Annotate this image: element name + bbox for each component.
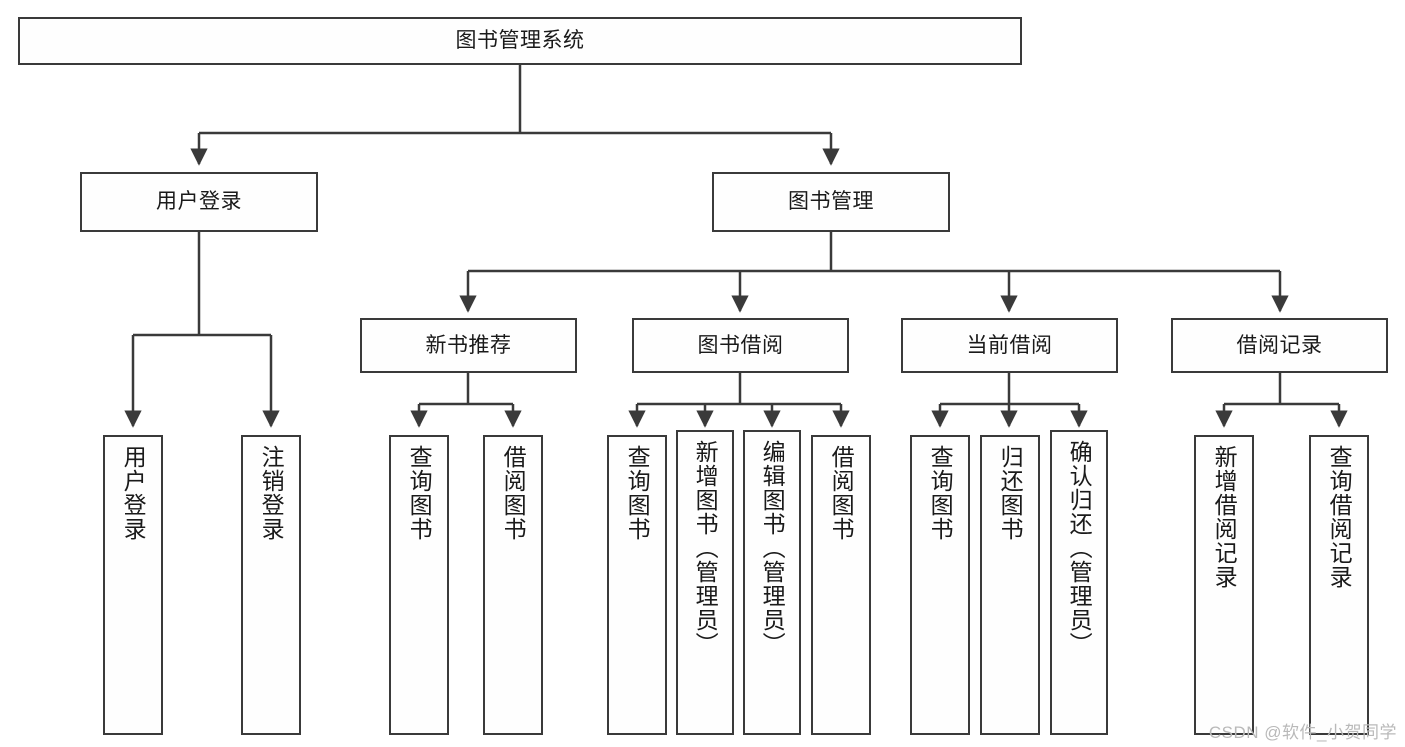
node-user-login-label: 用户登录: [156, 190, 242, 214]
leaf-borrow-borrow-book-label: 借阅图书: [828, 445, 855, 541]
leaf-borrow-borrow-book[interactable]: 借阅图书: [811, 435, 871, 735]
leaf-recommend-borrow-book[interactable]: 借阅图书: [483, 435, 543, 735]
node-new-book-recommend-label: 新书推荐: [425, 333, 512, 357]
node-borrow-record-label: 借阅记录: [1236, 333, 1323, 357]
node-book-management[interactable]: 图书管理: [712, 172, 950, 232]
leaf-borrow-add-book-admin[interactable]: 新增图书（管理员）: [676, 430, 734, 735]
leaf-borrow-query-book-label: 查询图书: [624, 445, 651, 541]
node-current-borrow[interactable]: 当前借阅: [901, 318, 1118, 373]
leaf-user-login-signout[interactable]: 注销登录: [241, 435, 301, 735]
leaf-record-add-record[interactable]: 新增借阅记录: [1194, 435, 1254, 735]
node-current-borrow-label: 当前借阅: [966, 333, 1053, 357]
node-book-borrow-label: 图书借阅: [697, 333, 784, 357]
csdn-watermark: CSDN @软件_小贺同学: [1208, 723, 1397, 742]
leaf-recommend-borrow-book-label: 借阅图书: [500, 445, 527, 541]
leaf-borrow-query-book[interactable]: 查询图书: [607, 435, 667, 735]
leaf-record-query-record-label: 查询借阅记录: [1326, 445, 1353, 589]
leaf-current-return-book[interactable]: 归还图书: [980, 435, 1040, 735]
leaf-current-confirm-return-admin-label: 确认归还（管理员）: [1066, 440, 1093, 656]
leaf-current-query-book-label: 查询图书: [927, 445, 954, 541]
node-user-login[interactable]: 用户登录: [80, 172, 318, 232]
node-root-system-label: 图书管理系统: [455, 29, 585, 53]
leaf-borrow-edit-book-admin-label: 编辑图书（管理员）: [759, 440, 786, 656]
leaf-borrow-edit-book-admin[interactable]: 编辑图书（管理员）: [743, 430, 801, 735]
leaf-recommend-query-book[interactable]: 查询图书: [389, 435, 449, 735]
leaf-user-login-signout-label: 注销登录: [258, 445, 285, 541]
leaf-current-query-book[interactable]: 查询图书: [910, 435, 970, 735]
leaf-borrow-add-book-admin-label: 新增图书（管理员）: [692, 440, 719, 656]
leaf-user-login-signin[interactable]: 用户登录: [103, 435, 163, 735]
node-book-management-label: 图书管理: [788, 190, 874, 214]
leaf-user-login-signin-label: 用户登录: [120, 445, 147, 541]
leaf-recommend-query-book-label: 查询图书: [406, 445, 433, 541]
leaf-record-add-record-label: 新增借阅记录: [1211, 445, 1238, 589]
leaf-current-confirm-return-admin[interactable]: 确认归还（管理员）: [1050, 430, 1108, 735]
node-root-system[interactable]: 图书管理系统: [18, 17, 1022, 65]
node-borrow-record[interactable]: 借阅记录: [1171, 318, 1388, 373]
node-book-borrow[interactable]: 图书借阅: [632, 318, 849, 373]
node-new-book-recommend[interactable]: 新书推荐: [360, 318, 577, 373]
leaf-current-return-book-label: 归还图书: [997, 445, 1024, 541]
leaf-record-query-record[interactable]: 查询借阅记录: [1309, 435, 1369, 735]
